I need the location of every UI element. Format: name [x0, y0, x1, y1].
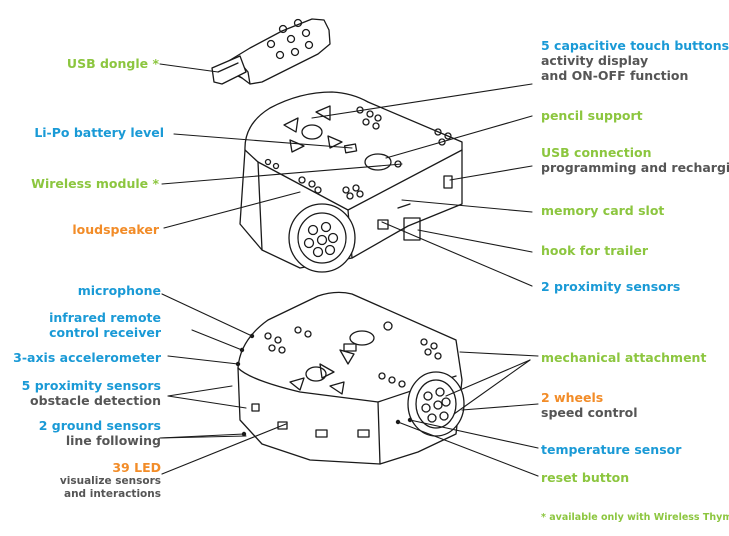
label-touch-buttons: 5 capacitive touch buttons activity disp…	[541, 38, 729, 83]
label-touch-buttons-title: 5 capacitive touch buttons	[541, 38, 729, 53]
leader-lines	[159, 63, 539, 477]
label-usb-connection: USB connection programming and rechargin…	[541, 145, 729, 175]
label-usb-connection-sub: programming and recharging	[541, 160, 729, 175]
label-ground-sensors-sub: line following	[65, 433, 161, 448]
label-mechanical-attachment: mechanical attachment	[541, 350, 707, 365]
label-pencil-support: pencil support	[541, 108, 643, 123]
label-wheels: 2 wheels speed control	[541, 390, 638, 420]
label-memory-card-slot: memory card slot	[541, 203, 665, 218]
label-microphone: microphone	[77, 283, 161, 298]
label-touch-buttons-sub2: and ON-OFF function	[541, 68, 689, 83]
label-usb-connection-title: USB connection	[541, 145, 652, 160]
label-wheels-sub: speed control	[541, 405, 638, 420]
label-ground-sensors-title: 2 ground sensors	[38, 418, 161, 433]
label-touch-buttons-sub1: activity display	[541, 53, 649, 68]
label-battery-level: Li-Po battery level	[34, 125, 164, 140]
label-led: 39 LED visualize sensors and interaction…	[60, 460, 161, 501]
label-reset-button: reset button	[541, 470, 630, 485]
label-proximity-sensors-5: 5 proximity sensors obstacle detection	[22, 378, 161, 408]
label-usb-dongle: USB dongle *	[66, 56, 159, 71]
label-ir-receiver-line2: control receiver	[49, 325, 161, 340]
label-wireless-module: Wireless module *	[31, 176, 159, 191]
label-ir-receiver-line1: infrared remote	[49, 310, 161, 325]
label-wheels-title: 2 wheels	[541, 390, 604, 405]
label-led-sub1: visualize sensors	[59, 475, 161, 487]
label-led-sub2: and interactions	[64, 488, 161, 500]
thymio-robot-front-view-illustration	[237, 291, 465, 465]
leader-dots	[235, 333, 413, 437]
footnote: * available only with Wireless Thymio	[541, 512, 729, 523]
usb-dongle-illustration	[211, 18, 331, 85]
label-proximity-sensors-5-sub: obstacle detection	[30, 393, 161, 408]
label-ground-sensors: 2 ground sensors line following	[39, 418, 161, 448]
label-loudspeaker: loudspeaker	[72, 222, 159, 237]
thymio-robot-rear-view-illustration	[239, 91, 463, 273]
label-ir-receiver: infrared remote control receiver	[49, 310, 161, 340]
label-hook-for-trailer: hook for trailer	[541, 243, 649, 258]
label-proximity-sensors-2: 2 proximity sensors	[541, 279, 681, 294]
label-led-title: 39 LED	[112, 460, 161, 475]
label-temperature-sensor: temperature sensor	[541, 442, 682, 457]
label-proximity-sensors-5-title: 5 proximity sensors	[21, 378, 161, 393]
label-accelerometer: 3-axis accelerometer	[13, 350, 161, 365]
